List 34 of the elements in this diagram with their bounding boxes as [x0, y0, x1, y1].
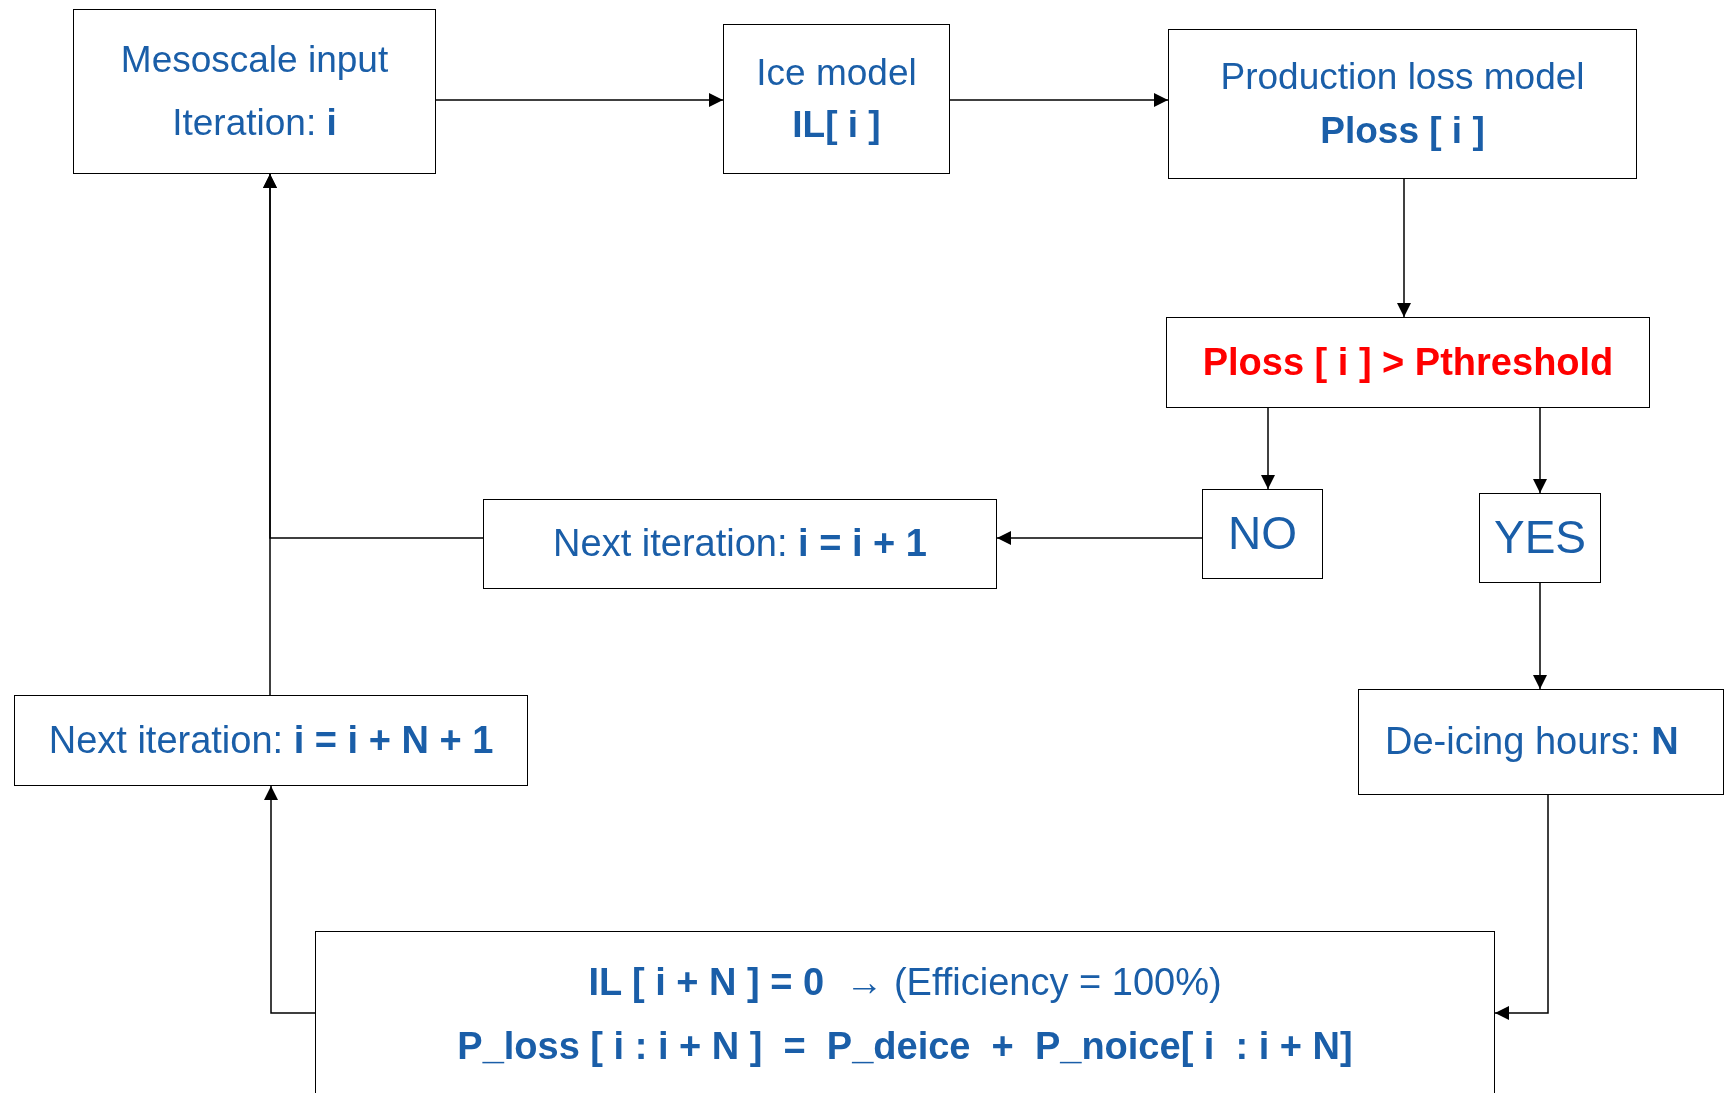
box-heading: Ice model — [756, 50, 917, 95]
process-box — [483, 499, 997, 589]
box-text: Ploss [ i ] — [1320, 109, 1485, 153]
process-box — [1168, 29, 1637, 179]
arrow — [435, 93, 724, 107]
arrow — [996, 531, 1203, 545]
box-heading: Mesoscale input — [120, 38, 389, 83]
box-text: De-icing hours: N — [1385, 719, 1679, 765]
process-box — [315, 931, 1495, 1093]
arrow — [263, 173, 277, 696]
process-box — [723, 24, 950, 174]
arrow — [1494, 794, 1549, 1020]
decision-box — [1166, 317, 1650, 408]
box-text: Ploss [ i ] > Pthreshold — [1202, 339, 1614, 385]
box-heading: IL [ i + N ] = 0 → (Efficiency = 100%) — [588, 960, 1222, 1005]
arrow — [1533, 582, 1547, 690]
answer-box — [1202, 489, 1323, 579]
process-box — [73, 9, 436, 174]
box-text: Iteration: i — [172, 100, 337, 145]
arrow — [949, 93, 1169, 107]
box-text: Next iteration: i = i + N + 1 — [48, 717, 494, 763]
box-text: Next iteration: i = i + 1 — [553, 521, 927, 567]
arrow — [1261, 407, 1275, 490]
answer-box — [1479, 493, 1601, 583]
arrow — [1533, 407, 1547, 494]
box-text: NO — [1228, 506, 1297, 562]
arrow — [264, 785, 316, 1014]
box-heading: Production loss model — [1220, 54, 1585, 99]
arrow — [1397, 178, 1411, 318]
box-text: IL[ i ] — [792, 103, 881, 147]
box-text: YES — [1493, 510, 1586, 566]
process-box — [1358, 689, 1724, 795]
box-text: P_loss [ i : i + N ] = P_deice + P_noice[ i : i + N] — [457, 1023, 1353, 1069]
process-box — [14, 695, 528, 786]
